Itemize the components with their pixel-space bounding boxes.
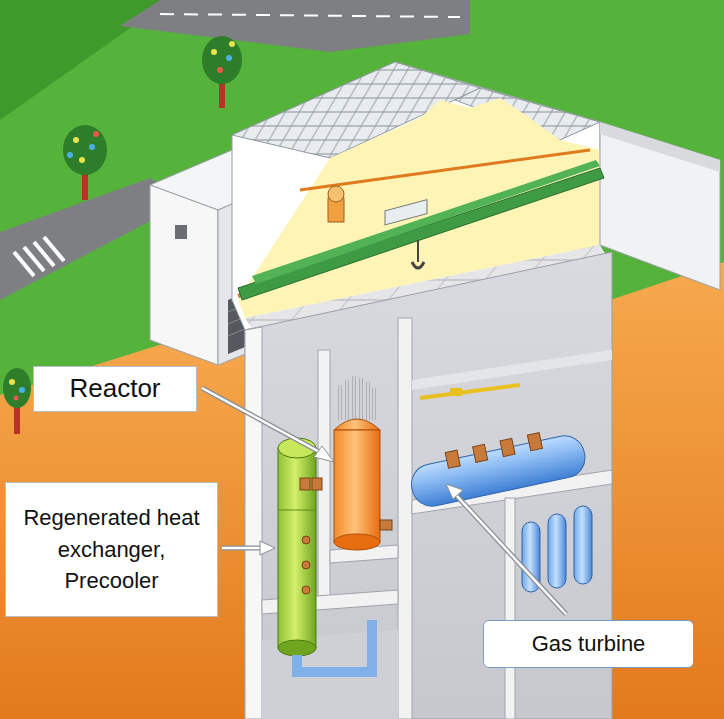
callout-box: Reactor — [33, 366, 197, 412]
callout-text: Gas turbine — [532, 631, 646, 657]
callout-text: Reactor — [69, 373, 160, 404]
callout-box: Gas turbine — [483, 620, 694, 668]
callout-text: Regenerated heat exchanger, Precooler — [14, 502, 209, 598]
callout-box: Regenerated heat exchanger, Precooler — [5, 482, 218, 617]
